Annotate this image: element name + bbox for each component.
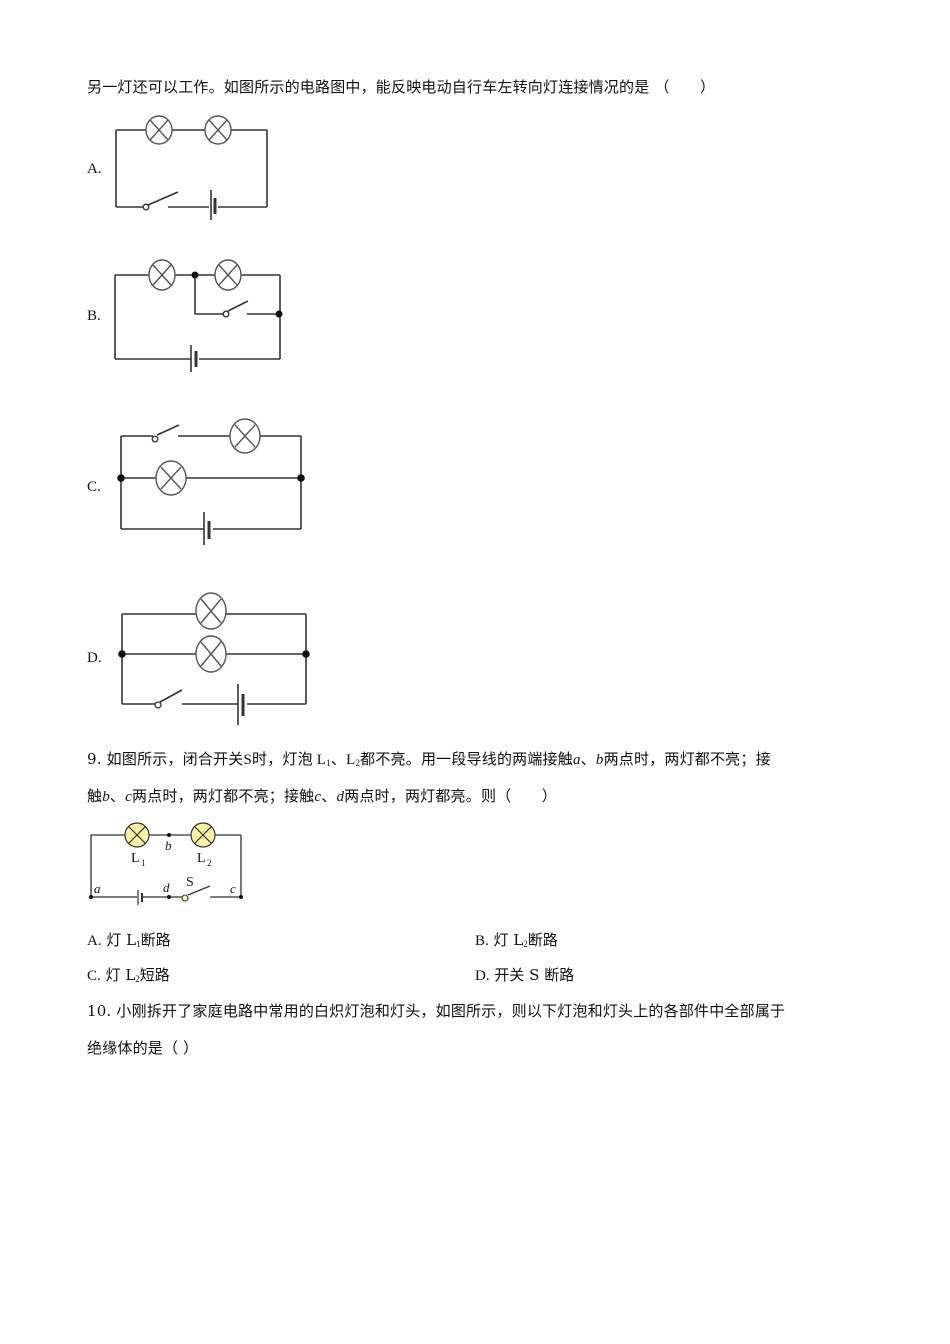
switch-icon [151,435,159,443]
q8-option-d-label: D. [87,650,102,666]
svg-text:S: S [186,875,194,890]
lamp-icon [204,115,232,145]
lamp-l2-icon [190,822,216,848]
q8-option-a-circuit [115,115,268,220]
q8-option-a-label: A. [87,161,102,177]
q9-choice-a[interactable]: A. 灯 L1断路 [87,931,171,949]
q9-choice-b[interactable]: B. 灯 L2断路 [475,931,558,949]
svg-text:d: d [163,880,170,895]
lamp-icon [214,259,242,291]
q9-choice-d[interactable]: D. 开关 S 断路 [475,966,575,984]
svg-text:L: L [197,851,206,866]
svg-text:L: L [131,851,140,866]
svg-text:b: b [165,838,172,853]
lamp-icon [229,418,261,454]
q9-stem-line2: 触b、c两点时，两灯都不亮；接触c、d两点时，两灯都亮。则（ ） [87,787,557,805]
svg-text:c: c [230,881,236,896]
q9-circuit: L 1 L 2 S b a d c [89,822,243,905]
lamp-icon [148,259,176,291]
svg-text:1: 1 [141,858,146,868]
switch-s-icon [181,894,189,902]
svg-text:a: a [94,881,101,896]
lamp-icon [195,592,227,630]
switch-icon [154,701,162,709]
q8-option-c-circuit [117,418,305,545]
svg-text:2: 2 [207,858,212,868]
q8-option-d-circuit [118,592,310,725]
q8-option-b-circuit [114,259,283,372]
switch-icon [222,310,230,318]
lamp-icon [155,460,187,496]
q10-stem-line2: 绝缘体的是（ ） [87,1039,199,1057]
q10-stem-line1: 10. 小刚拆开了家庭电路中常用的白炽灯泡和灯头，如图所示，则以下灯泡和灯头上的… [87,1002,786,1020]
lamp-icon [195,635,227,673]
lamp-l1-icon [124,822,150,848]
q8-stem-tail: 另一灯还可以工作。如图所示的电路图中，能反映电动自行车左转向灯连接情况的是 （ … [87,78,716,96]
switch-icon [142,203,150,211]
q9-choice-c[interactable]: C. 灯 L2短路 [87,966,170,984]
lamp-icon [145,115,173,145]
q9-stem-line1: 9. 如图所示，闭合开关S时，灯泡 L1、L2都不亮。用一段导线的两端接触a、b… [87,750,771,768]
q8-option-c-label: C. [87,479,101,495]
q8-option-b-label: B. [87,308,101,324]
